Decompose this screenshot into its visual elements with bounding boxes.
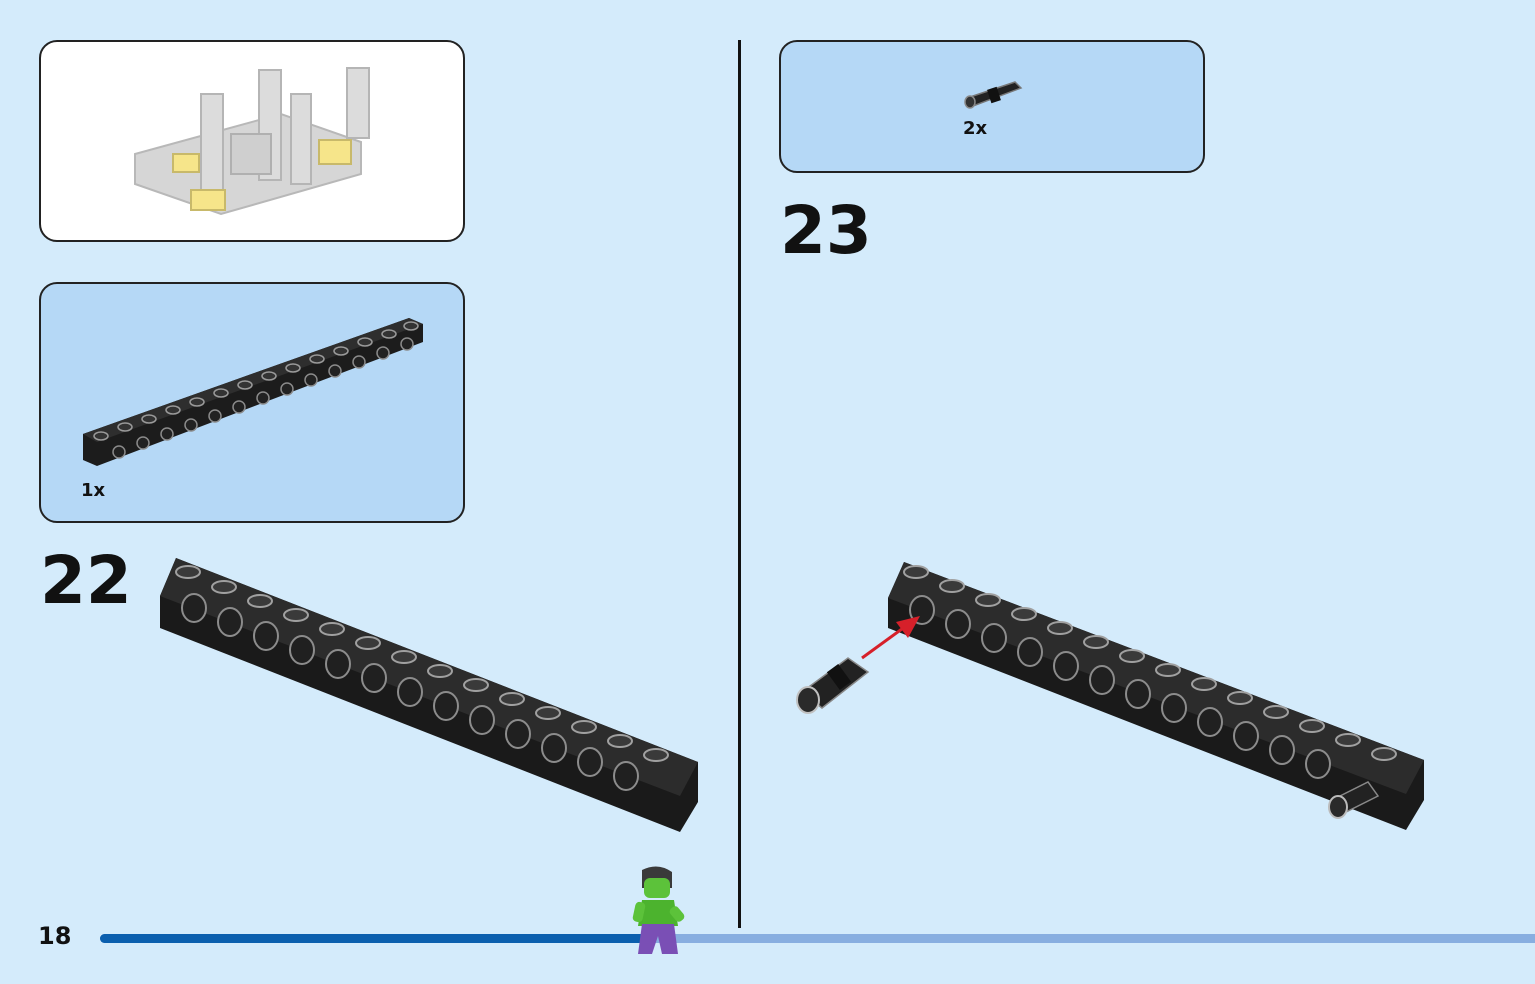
parts-box-step-22: 1x (39, 282, 465, 523)
grey-frame-with-yellow-pieces-icon (134, 67, 370, 216)
black-technic-beam-icon (888, 562, 1424, 830)
progress-fill (100, 934, 645, 943)
black-technic-pin-icon (964, 81, 1023, 109)
submodel-callout (39, 40, 465, 242)
insert-arrow-icon (861, 616, 920, 660)
black-technic-pin-icon (1328, 781, 1380, 819)
page-divider (738, 40, 741, 928)
black-technic-pin-icon (796, 657, 870, 714)
step-number-22: 22 (40, 542, 132, 619)
parts-quantity: 2x (963, 118, 988, 139)
step-number-23: 23 (780, 192, 872, 269)
black-technic-beam-icon (160, 558, 698, 832)
page-number: 18 (38, 922, 72, 950)
parts-box-step-23: 2x (779, 40, 1205, 173)
parts-quantity: 1x (81, 480, 106, 501)
black-technic-beam-icon (83, 318, 423, 466)
hulk-minifigure-icon (632, 866, 685, 954)
progress-track (100, 934, 1535, 943)
